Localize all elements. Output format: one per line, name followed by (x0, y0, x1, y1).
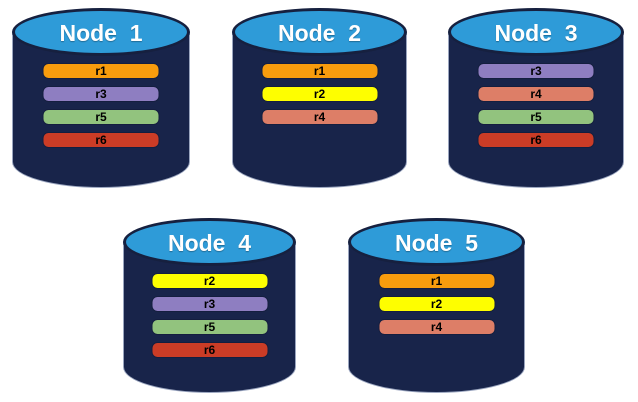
node-title: Node 1 (59, 20, 143, 46)
cylinder-top-ellipse: Node 2 (232, 8, 407, 56)
node-cylinder-5: Node 5 r1 r2 r4 (348, 218, 525, 393)
partition-bar-r2: r2 (379, 297, 494, 311)
partition-bar-r1: r1 (379, 274, 494, 288)
partition-bar-r2: r2 (262, 87, 377, 101)
partition-bar-r6: r6 (478, 133, 594, 147)
partition-bar-r5: r5 (478, 110, 594, 124)
partition-bar-r6: r6 (152, 343, 267, 357)
partition-bar-r3: r3 (43, 87, 159, 101)
node-cylinder-2: Node 2 r1 r2 r4 (232, 8, 407, 188)
partition-bar-r1: r1 (262, 64, 377, 78)
partition-bar-r4: r4 (379, 320, 494, 334)
node-cylinder-4: Node 4 r2 r3 r5 r6 (123, 218, 296, 393)
partition-bar-r5: r5 (152, 320, 267, 334)
partition-bar-r3: r3 (478, 64, 594, 78)
partition-bar-r6: r6 (43, 133, 159, 147)
cylinder-top-ellipse: Node 3 (448, 8, 624, 56)
cylinder-top-ellipse: Node 5 (348, 218, 525, 266)
cylinder-top-ellipse: Node 4 (123, 218, 296, 266)
node-title: Node 2 (277, 20, 362, 46)
partition-bar-r4: r4 (262, 110, 377, 124)
node-title: Node 5 (394, 230, 479, 256)
node-title: Node 4 (167, 230, 252, 256)
partition-bar-r5: r5 (43, 110, 159, 124)
partition-bar-r1: r1 (43, 64, 159, 78)
node-cylinder-3: Node 3 r3 r4 r5 r6 (448, 8, 624, 188)
partition-bar-r4: r4 (478, 87, 594, 101)
partition-bar-r2: r2 (152, 274, 267, 288)
cylinder-body (123, 242, 296, 393)
cylinder-body (348, 242, 525, 393)
partition-bar-r3: r3 (152, 297, 267, 311)
node-cylinder-1: Node 1 r1 r3 r5 r6 (12, 8, 190, 188)
node-title: Node 3 (494, 20, 578, 46)
cylinder-top-ellipse: Node 1 (12, 8, 190, 56)
